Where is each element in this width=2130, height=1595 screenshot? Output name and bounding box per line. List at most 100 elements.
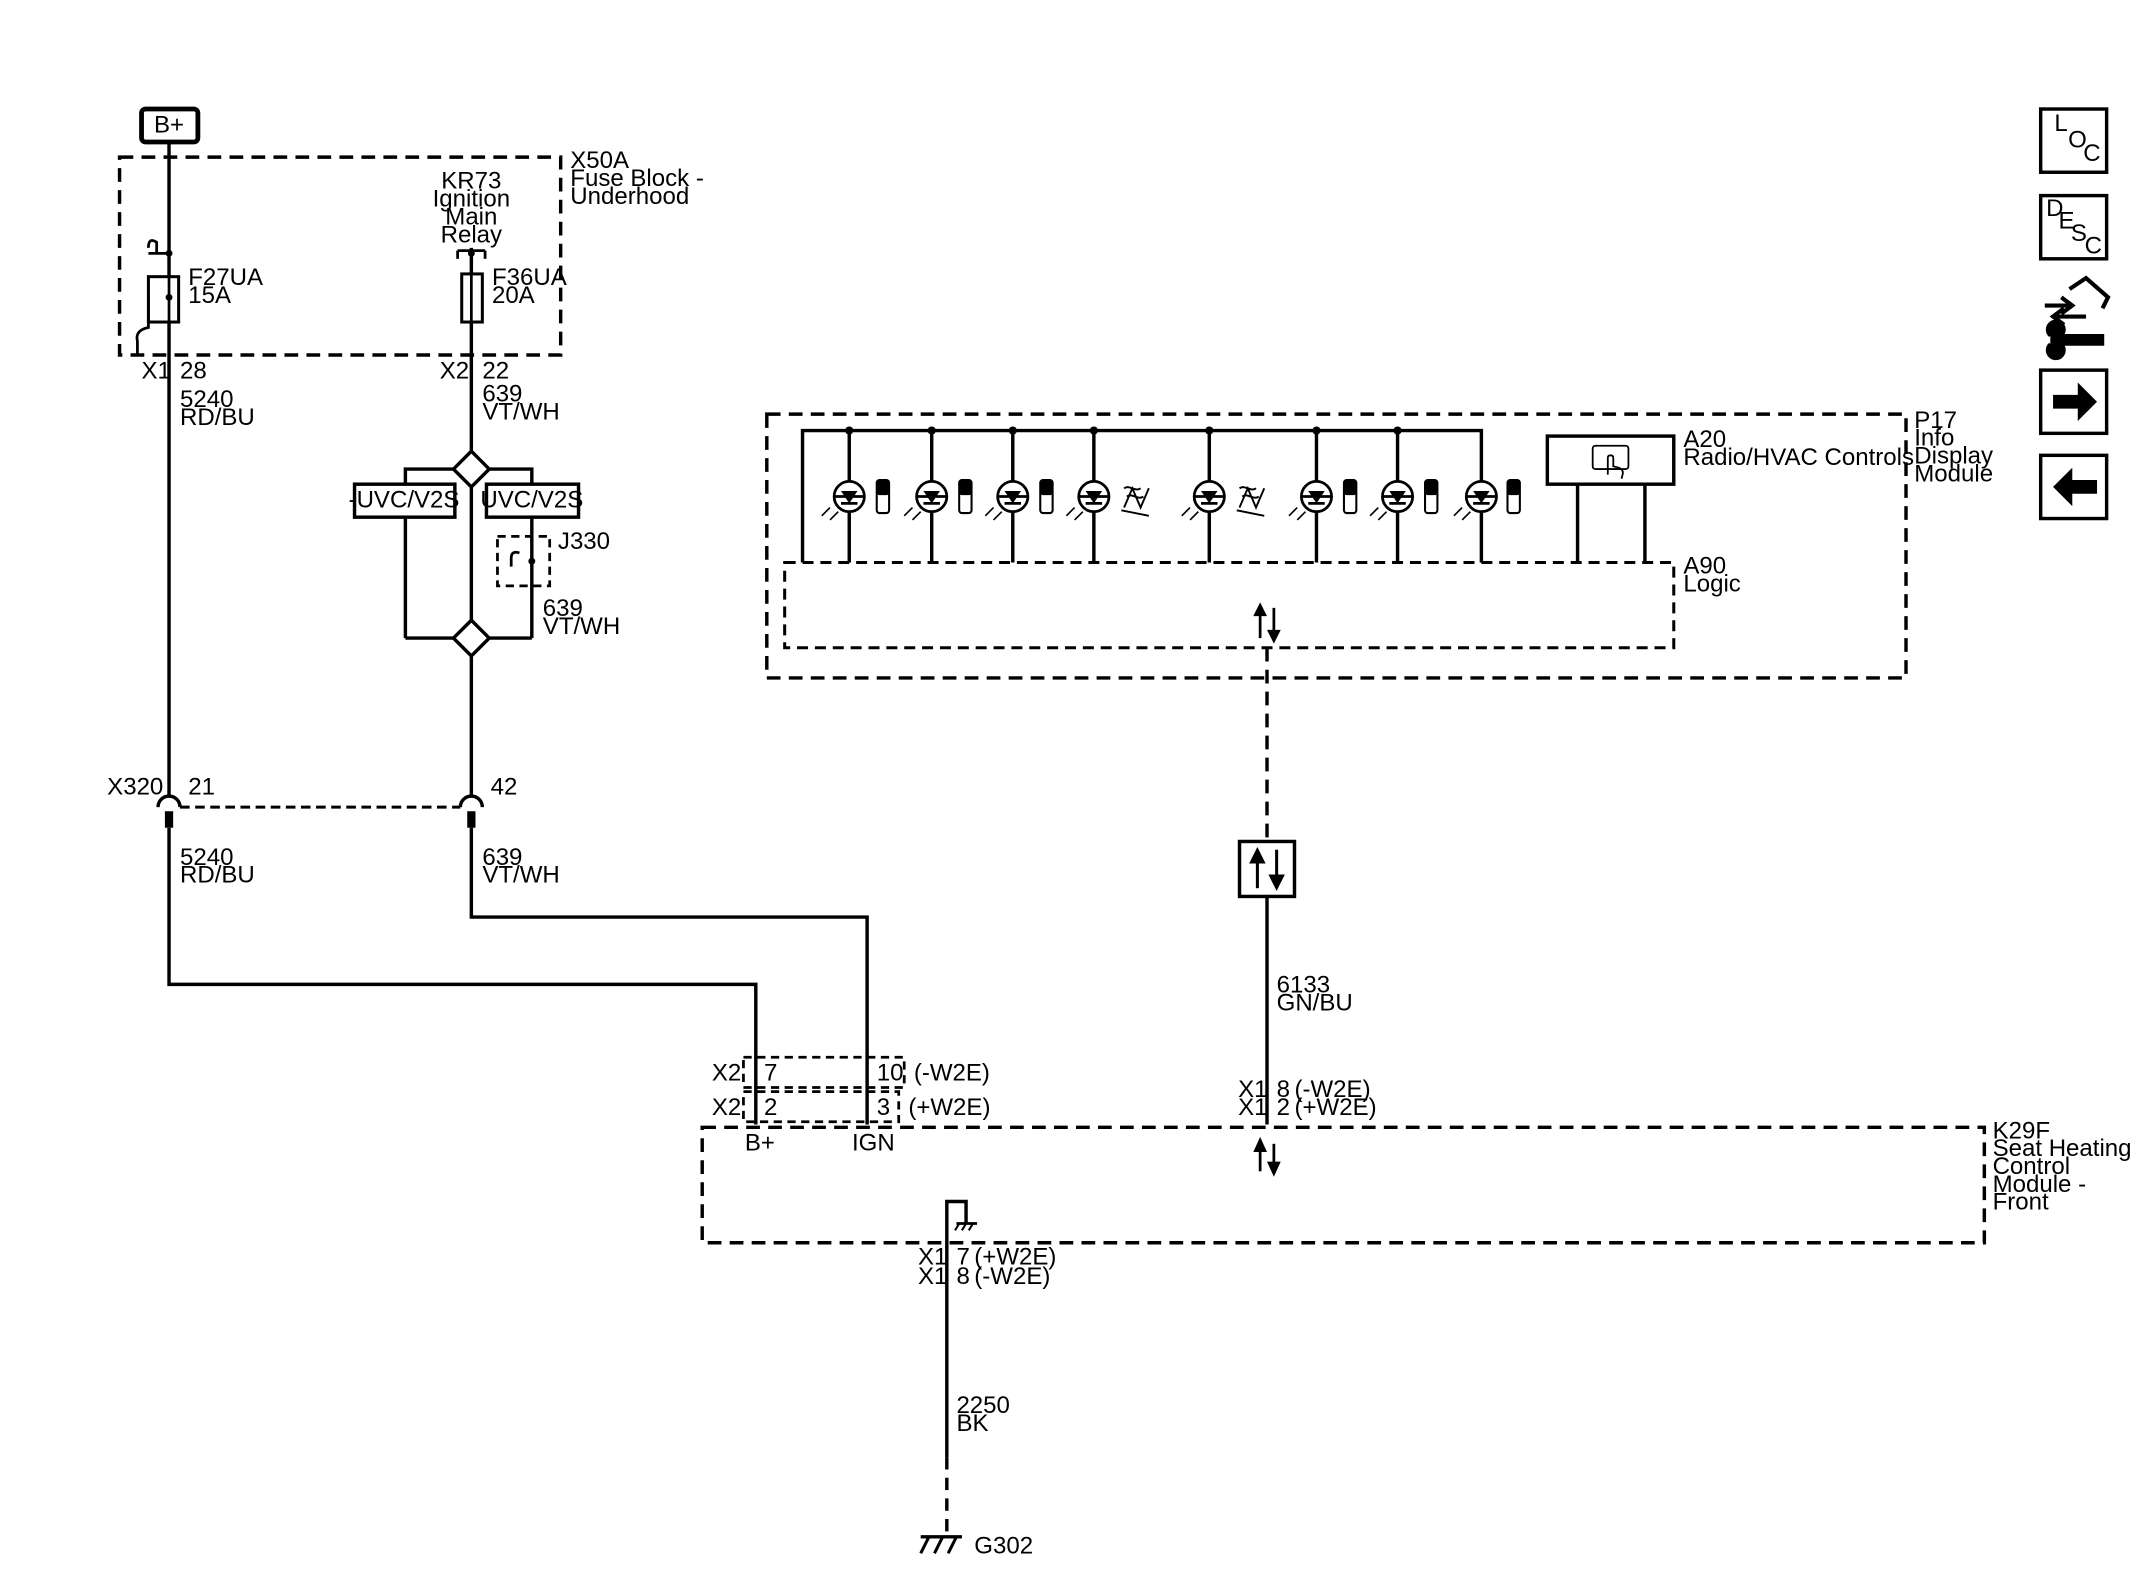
module-pin-bplus: B+ <box>745 1130 775 1157</box>
wire-639-color-2: VT/WH <box>543 613 620 640</box>
wire-6133-color: GN/BU <box>1277 990 1353 1017</box>
indicator-led-1 <box>820 426 891 563</box>
fuse1-id: F27UA <box>188 264 263 291</box>
svg-text:D: D <box>2046 195 2063 222</box>
wire-2250-color: BK <box>956 1410 988 1437</box>
arrow-left-icon <box>2053 467 2098 507</box>
connector-x1-serial: X1 8 (-W2E) X1 2 (+W2E) <box>1238 1076 1376 1121</box>
svg-text:Module -: Module - <box>1993 1171 2086 1198</box>
svg-text:Front: Front <box>1993 1189 2049 1216</box>
fuse1-pin: 28 <box>180 357 207 384</box>
svg-text:Module: Module <box>1914 460 1993 487</box>
svg-text:X1: X1 <box>918 1244 947 1271</box>
info-module-label: P17 Info Display Module <box>1914 407 1993 488</box>
svg-text:10: 10 <box>877 1060 904 1087</box>
controls-id: A20 <box>1683 426 1726 453</box>
arrow-right-icon <box>2053 382 2098 421</box>
serial-data-arrows-icon <box>1253 602 1281 644</box>
logic-name: Logic <box>1683 570 1740 597</box>
wire-5240-color-2: RD/BU <box>180 862 255 889</box>
fuse-block-name: Fuse Block - <box>570 165 704 192</box>
indicator-led-6 <box>1452 479 1521 522</box>
connector-x2-rows: X2 7 10 (-W2E) X2 2 3 (+W2E) <box>712 1055 990 1124</box>
svg-text:(+W2E): (+W2E) <box>908 1094 990 1121</box>
indicator-led-4 <box>1287 426 1358 563</box>
svg-text:(-W2E): (-W2E) <box>974 1263 1050 1290</box>
svg-text:Relay: Relay <box>441 221 502 248</box>
wire-5240-circuit: 5240 <box>180 386 233 413</box>
serial-data-arrows-icon-2 <box>1253 1136 1281 1177</box>
logic-id: A90 <box>1683 553 1726 580</box>
indicator-led-seat-heat-2 <box>1180 426 1266 563</box>
svg-text:X1: X1 <box>1238 1094 1267 1121</box>
power-source-label: B+ <box>154 111 184 138</box>
fuse2-id: F36UA <box>492 264 567 291</box>
svg-text:Ignition: Ignition <box>433 186 511 213</box>
power-source-bplus: B+ <box>139 106 201 145</box>
connector-wrench-icon[interactable] <box>2044 275 2111 361</box>
svg-text:8: 8 <box>956 1263 969 1290</box>
indicator-led-3 <box>983 426 1054 563</box>
wire-639-circuit-3: 639 <box>482 844 522 871</box>
svg-text:X1: X1 <box>1238 1076 1267 1103</box>
svg-text:X1: X1 <box>918 1263 947 1290</box>
option-left-label: -UVC/V2S <box>349 487 460 514</box>
indicator-led-5 <box>1368 426 1439 563</box>
svg-text:21: 21 <box>188 774 215 801</box>
wire-5240-lower <box>167 827 758 1125</box>
seat-heating-module-outline <box>700 1125 1987 1245</box>
svg-text:G302: G302 <box>974 1532 1033 1559</box>
svg-text:Seat Heating: Seat Heating <box>1993 1135 2130 1162</box>
ground-g302: G302 <box>919 1532 1033 1559</box>
location-button[interactable]: L O C <box>2038 107 2109 174</box>
indicator-led-seat-heat-1 <box>1064 426 1150 563</box>
jumper-label: J330 <box>558 528 610 555</box>
svg-text:42: 42 <box>491 774 518 801</box>
svg-text:(-W2E): (-W2E) <box>914 1060 990 1087</box>
wire-639-lower <box>469 827 869 1125</box>
svg-text:2: 2 <box>1277 1094 1290 1121</box>
svg-text:L: L <box>2054 110 2067 137</box>
svg-text:Display: Display <box>1914 443 1993 470</box>
next-page-button[interactable] <box>2038 368 2109 436</box>
wire-639-circuit-2: 639 <box>543 595 583 622</box>
fuse2-connector: X2 <box>440 357 469 384</box>
fuse2-pin: 22 <box>482 357 509 384</box>
svg-text:C: C <box>2083 140 2100 167</box>
inline-connector-x320: X320 21 42 <box>107 774 517 828</box>
svg-text:E: E <box>2059 208 2075 235</box>
svg-text:Main: Main <box>445 203 497 230</box>
svg-text:K29F: K29F <box>1993 1117 2050 1144</box>
svg-text:S: S <box>2071 220 2087 247</box>
wire-5240-circuit-2: 5240 <box>180 844 233 871</box>
wire-639-color-3: VT/WH <box>482 862 559 889</box>
svg-text:8: 8 <box>1277 1076 1290 1103</box>
option-split: -UVC/V2S UVC/V2S J330 639 VT/WH <box>349 448 620 659</box>
option-right-label: UVC/V2S <box>480 487 583 514</box>
svg-text:X2: X2 <box>712 1094 741 1121</box>
description-button[interactable]: D E S C <box>2038 193 2109 261</box>
logic-outline <box>783 561 1676 650</box>
svg-text:(+W2E): (+W2E) <box>974 1244 1056 1271</box>
svg-text:X320: X320 <box>107 774 163 801</box>
chassis-ground-symbol <box>945 1199 978 1458</box>
indicator-led-2 <box>902 426 973 563</box>
wire-639-circuit: 639 <box>482 381 522 408</box>
wire-2250-circuit: 2250 <box>956 1392 1009 1419</box>
svg-text:Info: Info <box>1914 425 1954 452</box>
touch-control-icon <box>1545 434 1676 563</box>
wire-639-color: VT/WH <box>482 399 559 426</box>
fuse-block-id: X50A <box>570 147 629 174</box>
module-pin-ign: IGN <box>852 1130 895 1157</box>
svg-text:(-W2E): (-W2E) <box>1294 1076 1370 1103</box>
fuse-f36ua: F36UA 20A <box>456 249 567 324</box>
fuse2-rating: 20A <box>492 282 535 309</box>
fuse-block-name-2: Underhood <box>570 183 689 210</box>
svg-text:KR73: KR73 <box>441 168 501 195</box>
fuse1-rating: 15A <box>188 282 231 309</box>
previous-page-button[interactable] <box>2038 453 2109 521</box>
controls-name: Radio/HVAC Controls <box>1683 444 1914 471</box>
svg-text:P17: P17 <box>1914 407 1957 434</box>
seat-module-label: K29F Seat Heating Control Module - Front <box>1993 1117 2130 1215</box>
